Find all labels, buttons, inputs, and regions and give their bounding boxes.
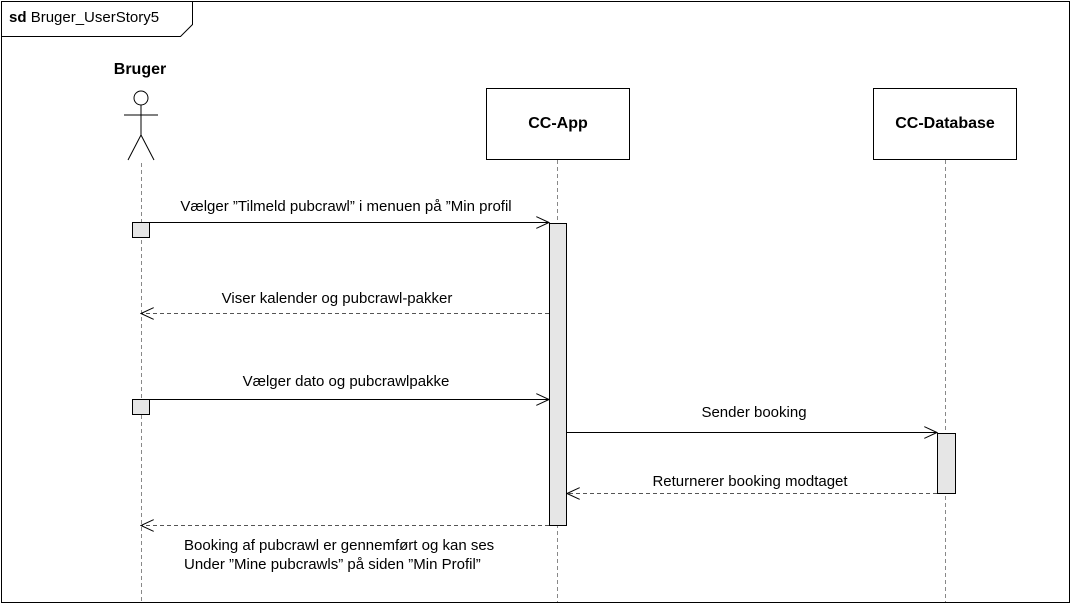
lifeline-box-app <box>486 88 630 160</box>
frame-keyword: sd <box>9 9 27 26</box>
message-label-5: Returnerer booking modtaget <box>652 473 848 490</box>
frame-title-text: Bruger_UserStory5 <box>30 9 160 26</box>
activation-actor-1 <box>132 222 150 238</box>
message-label-1: Vælger ”Tilmeld pubcrawl” i menuen på ”M… <box>180 198 512 215</box>
message-label-3: Vælger dato og pubcrawlpakke <box>242 373 450 390</box>
message-label-4: Sender booking <box>701 404 807 421</box>
message-label-2: Viser kalender og pubcrawl-pakker <box>221 290 453 307</box>
lifeline-name-database: CC-Database <box>895 115 995 132</box>
actor-name: Bruger <box>113 61 167 78</box>
frame-title-tab <box>1 1 193 37</box>
lifeline-box-database <box>873 88 1017 160</box>
activation-database <box>937 433 956 494</box>
activation-actor-2 <box>132 399 150 415</box>
activation-app <box>549 223 567 526</box>
lifeline-name-app: CC-App <box>528 115 588 132</box>
frame-title: sd Bruger_UserStory5 <box>9 9 159 27</box>
message-label-6-line1: Booking af pubcrawl er gennemført og kan… <box>184 537 495 554</box>
message-label-6-line2: Under ”Mine pubcrawls” på siden ”Min Pro… <box>184 556 481 573</box>
actor-icon <box>124 90 158 161</box>
